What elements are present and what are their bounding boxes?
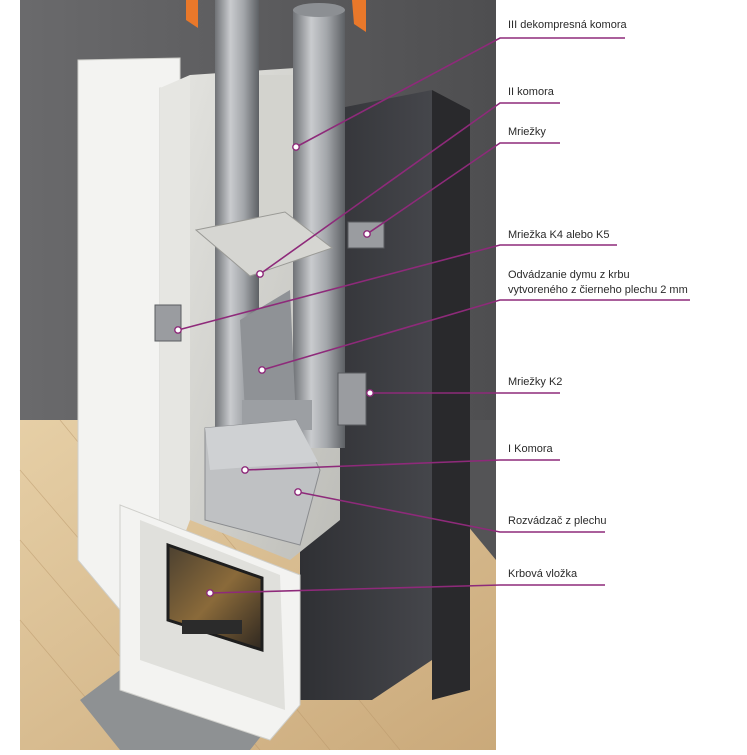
grille-k2-icon [337,372,367,426]
leader-lines [177,37,690,594]
leader-l3 [366,142,560,235]
label-second-chamber: II komora [508,86,554,98]
chamber-divider-plate [194,211,334,277]
leader-l8 [297,491,605,533]
leader-dot-l9 [206,589,214,597]
leader-l7 [244,459,560,471]
label-grilles: Mriežky [508,126,546,138]
label-fireplace-insert: Krbová vložka [508,568,578,580]
label-smoke-exhaust-line2: vytvoreného z čierneho plechu 2 mm [508,284,688,296]
leader-dot-l6 [366,389,374,397]
leader-dot-l7 [241,466,249,474]
smoke-box [240,290,296,430]
grille-k4-icon [154,304,182,342]
leader-endpoints [174,143,374,597]
pipe-right-top [293,3,345,17]
leader-dot-l3 [363,230,371,238]
label-grille-k4-k5: Mriežka K4 alebo K5 [508,229,610,241]
leader-dot-l1 [292,143,300,151]
leader-dot-l4 [174,326,182,334]
label-third-chamber: III dekompresná komora [508,19,627,31]
label-grilles-k2: Mriežky K2 [508,376,563,388]
dark-side-edge [432,90,470,700]
label-first-chamber: I Komora [508,443,553,455]
leader-dot-l8 [294,488,302,496]
leader-l9 [209,584,605,594]
insert-handle [182,620,242,634]
leader-l2 [259,102,560,275]
leader-l5 [261,299,690,371]
leader-l1 [295,37,625,148]
flame-right-icon [352,0,366,32]
label-distributor: Rozvádzač z plechu [508,515,607,527]
label-smoke-exhaust-line1: Odvádzanie dymu z krbu [508,269,630,281]
leader-l4 [177,244,617,331]
leader-dot-l2 [256,270,264,278]
distributor-top [205,420,318,470]
flame-left-icon [186,0,198,28]
leader-dot-l5 [258,366,266,374]
